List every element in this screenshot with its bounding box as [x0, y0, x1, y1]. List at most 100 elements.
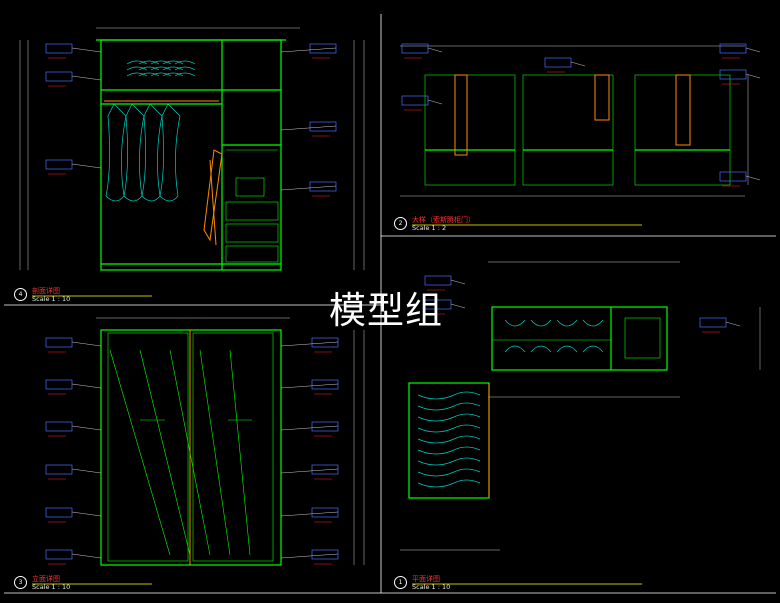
glass-hatch: [109, 349, 171, 556]
material-tag: [424, 275, 452, 286]
material-tag: [45, 507, 73, 518]
drawer: [225, 245, 279, 263]
plan-garment: [417, 479, 481, 488]
leader-line: [280, 185, 337, 191]
material-tag: [45, 159, 73, 170]
plan-garment: [417, 424, 481, 433]
material-tag: [719, 69, 747, 80]
panel-number-badge: 1: [394, 576, 407, 589]
door-panel: [107, 332, 189, 562]
leader-line: [71, 163, 102, 169]
material-tag: [45, 421, 73, 432]
leader-line: [280, 511, 339, 517]
material-tag: [45, 379, 73, 390]
material-tag: [311, 549, 339, 560]
hanging-garment: [141, 103, 163, 202]
glass-hatch: [229, 349, 251, 556]
plan-garment: [504, 319, 526, 327]
plan-garment: [556, 345, 578, 353]
material-tag: [311, 421, 339, 432]
hanging-garment: [123, 103, 145, 202]
dimension-lines: [19, 27, 761, 565]
plan-box: [624, 317, 661, 359]
plan-cabinet-top: [491, 306, 668, 371]
panel-title: 平面详图: [412, 575, 440, 583]
material-tag: [45, 43, 73, 54]
hanging-garment: [159, 103, 181, 202]
leader-line: [71, 425, 102, 431]
plan-garment: [417, 457, 481, 466]
leader-line: [450, 303, 466, 309]
door-profile: [454, 74, 468, 156]
leader-line: [280, 383, 339, 389]
box: [235, 177, 265, 197]
material-tag: [45, 464, 73, 475]
leader-line: [71, 553, 102, 559]
material-tag: [719, 171, 747, 182]
panel-title: 大样（索斯腾柜门）: [412, 216, 475, 224]
cabinet-details: [107, 74, 731, 562]
folded-garment: [150, 60, 172, 77]
leader-line: [570, 61, 586, 67]
material-tag: [311, 464, 339, 475]
door-profile: [675, 74, 691, 146]
leader-line: [71, 468, 102, 474]
leader-line: [745, 47, 761, 53]
material-tag: [309, 43, 337, 54]
door-outline: [100, 329, 282, 566]
leader-line: [71, 75, 102, 81]
panel-number-badge: 2: [394, 217, 407, 230]
door-panel: [192, 332, 274, 562]
leader-line: [745, 175, 761, 181]
hanging-garments: [105, 60, 604, 488]
material-tag: [45, 549, 73, 560]
plan-garment: [417, 413, 481, 422]
panel-scale: Scale 1 : 2: [412, 224, 447, 232]
hanging-bag-strap: [209, 159, 217, 246]
leader-line: [71, 511, 102, 517]
panel-number-badge: 4: [14, 288, 27, 301]
leader-line: [71, 383, 102, 389]
leader-line: [280, 425, 339, 431]
material-tag: [424, 299, 452, 310]
plan-garment: [504, 345, 526, 353]
plan-garment: [582, 345, 604, 353]
material-tag: [401, 95, 429, 106]
drawer: [225, 201, 279, 221]
panel-scale: Scale 1 : 10: [32, 295, 71, 303]
leader-line: [427, 47, 443, 53]
door-profile: [594, 74, 610, 121]
panel-scale: Scale 1 : 10: [32, 583, 71, 591]
folded-garment: [162, 60, 184, 77]
plan-garment: [556, 319, 578, 327]
leader-line: [280, 341, 339, 347]
material-tag: [719, 43, 747, 54]
hanging-bag: [203, 149, 223, 242]
plan-garment: [530, 345, 552, 353]
leader-line: [427, 99, 443, 105]
hanging-garment: [105, 103, 127, 202]
folded-garment: [174, 60, 196, 77]
folded-garment: [126, 60, 148, 77]
glass-hatch: [199, 349, 231, 556]
material-tag: [401, 43, 429, 54]
detail-frame: [424, 74, 516, 186]
note-leaders: [32, 47, 761, 585]
leader-line: [745, 73, 761, 79]
plan-garment: [417, 391, 481, 400]
plan-garment: [417, 402, 481, 411]
drawer: [225, 223, 279, 243]
glass-hatch: [139, 349, 191, 556]
watermark-text: 模型组: [329, 289, 443, 332]
leader-line: [280, 47, 337, 53]
panel-scale: Scale 1 : 10: [412, 583, 451, 591]
leader-line: [280, 553, 339, 559]
material-tag: [311, 379, 339, 390]
plan-garment: [417, 446, 481, 455]
material-tag: [544, 57, 572, 68]
material-tags: [45, 43, 747, 560]
material-tag: [309, 121, 337, 132]
leader-line: [725, 321, 741, 327]
material-tag: [45, 337, 73, 348]
